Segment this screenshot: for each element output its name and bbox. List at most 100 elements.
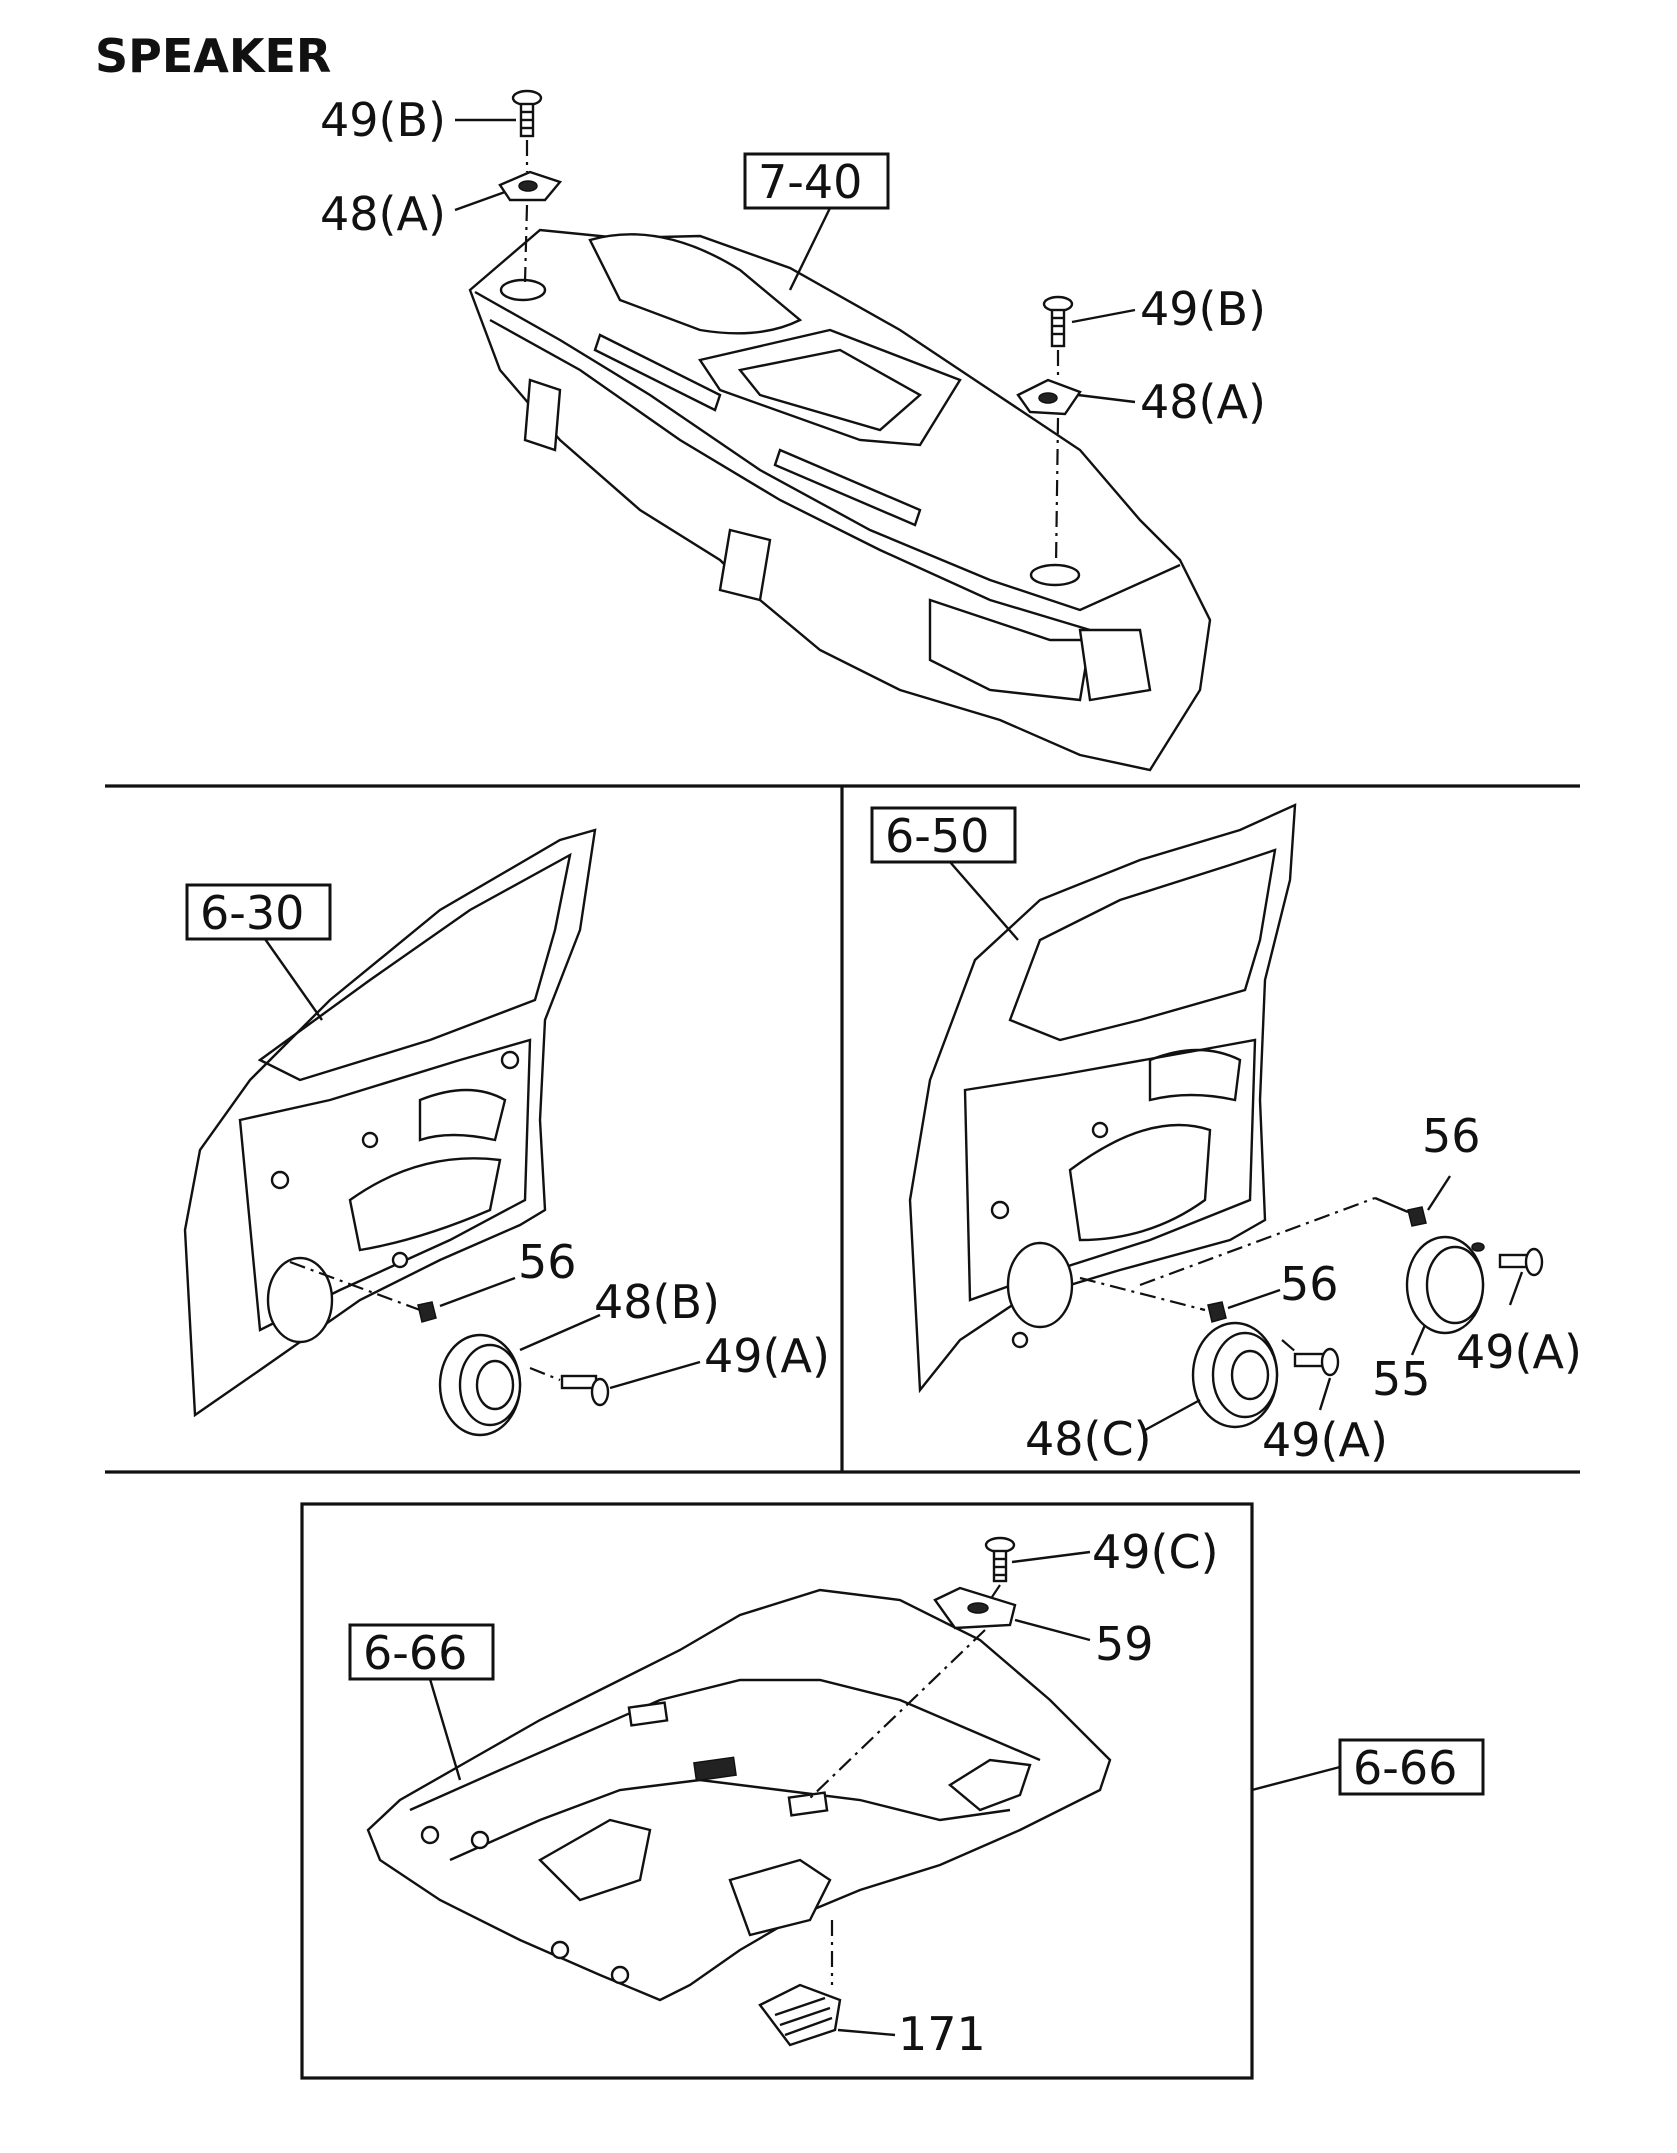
ref-box-6-66-inner-text: 6-66: [363, 1626, 467, 1680]
roof-frame: [300, 1502, 1254, 2080]
rear-screw-49a-bottom: [1293, 1347, 1340, 1377]
dashboard-upper-edge: [474, 290, 1181, 612]
ref-box-6-30: [185, 883, 332, 941]
roof-handle-right: [947, 1758, 1032, 1812]
front-leader-dash-1: [289, 1260, 421, 1312]
label-rear-speaker-48c: 48(C): [1025, 1412, 1152, 1466]
ref-box-6-66-inner: [348, 1623, 495, 1681]
roof-hole-b: [470, 1830, 490, 1850]
roof-sunvisor-right: [728, 1858, 832, 1937]
roof-leader-59: [1014, 1618, 1091, 1642]
front-speaker-48b: [438, 1333, 522, 1437]
roof-sunvisor-left: [538, 1818, 652, 1902]
rear-door-cutout-1: [1068, 1123, 1212, 1242]
rear-clip-56-mid: [1207, 1301, 1227, 1323]
label-front-screw-49a: 49(A): [704, 1329, 830, 1383]
screw-49b-left: [511, 89, 543, 138]
leader-ref-6-30: [264, 938, 323, 1021]
dashboard-speaker-hole-left: [499, 278, 547, 302]
label-screw-49b-right: 49(B): [1140, 282, 1266, 336]
roof-headliner: [366, 1588, 1112, 2002]
dashboard-speaker-hole-right: [1029, 563, 1081, 587]
front-leader-48b: [519, 1313, 601, 1352]
rear-door-panel: 56 55 49(A) 56 48(C): [870, 803, 1582, 1467]
leader-48a-right: [1077, 393, 1136, 404]
front-door-hole-a: [270, 1170, 290, 1190]
label-rear-clip-56-top: 56: [1422, 1109, 1481, 1163]
rear-door-shell: [908, 803, 1297, 1394]
front-leader-56: [439, 1276, 516, 1308]
ref-box-7-40: [743, 152, 890, 210]
label-rear-tweeter-55: 55: [1372, 1352, 1431, 1406]
dashboard-lower-edge: [489, 318, 1091, 632]
front-screw-49a: [560, 1374, 610, 1407]
dashboard-glovebox: [928, 598, 1092, 702]
dashboard-left-cowl: [588, 233, 803, 335]
rear-door-window: [1008, 848, 1277, 1042]
front-leader-dash-2: [529, 1366, 561, 1382]
label-rear-clip-56-mid: 56: [1280, 1257, 1339, 1311]
rear-leader-dash-3: [1281, 1339, 1297, 1353]
leader-49b-right: [1071, 308, 1136, 324]
label-rear-screw-49a-bottom: 49(A): [1262, 1413, 1388, 1467]
roof-leader-dash-1: [989, 1584, 1001, 1601]
ref-box-6-66-outer-text: 6-66: [1353, 1741, 1457, 1795]
ref-box-6-30-text: 6-30: [200, 886, 304, 940]
rear-speaker-48c: [1191, 1321, 1279, 1429]
dashboard-vent-left: [593, 333, 722, 412]
leader-48a-left: [454, 190, 506, 212]
roof-speaker-mount: [787, 1791, 829, 1817]
dashboard-panel: 49(B) 48(A) 49(B) 48(A) 7-40: [320, 89, 1266, 772]
rear-leader-49a-bottom: [1318, 1377, 1332, 1411]
front-door-speaker-hole: [266, 1256, 334, 1344]
dashboard-vent-center: [773, 448, 922, 527]
roof-clip-a: [627, 1701, 669, 1727]
label-roof-screw-49c: 49(C): [1092, 1525, 1219, 1579]
dashboard-bracket-center: [718, 528, 772, 602]
label-bracket-48a-right: 48(A): [1140, 375, 1266, 429]
rear-tweeter-55: [1405, 1235, 1485, 1335]
rear-door-hole-c: [1011, 1331, 1029, 1349]
leader-ref-6-50: [949, 861, 1019, 941]
label-front-clip-56: 56: [518, 1235, 577, 1289]
roof-screw-49c: [984, 1536, 1016, 1583]
dashboard-display-inner: [737, 348, 923, 432]
rear-door-hole-a: [990, 1200, 1010, 1220]
label-rear-screw-49a-right: 49(A): [1456, 1325, 1582, 1379]
bracket-48a-left: [498, 170, 563, 202]
label-roof-bracket-59: 59: [1095, 1617, 1154, 1671]
ref-box-7-40-text: 7-40: [758, 155, 862, 209]
roof-hole-a: [420, 1825, 440, 1845]
roof-panel: 49(C) 59 171 6-66 6-66: [300, 1502, 1485, 2080]
roof-hole-d: [610, 1965, 630, 1985]
rear-leader-48c: [1144, 1398, 1201, 1432]
roof-leader-49c: [1011, 1550, 1091, 1564]
rear-leader-dash-2: [1079, 1276, 1206, 1312]
diagram-title: SPEAKER: [95, 29, 331, 83]
roof-seam-1: [409, 1678, 1041, 1812]
label-screw-49b-left: 49(B): [320, 93, 446, 147]
leader-dash-left-2: [523, 204, 529, 283]
roof-grille-171: [758, 1983, 842, 2047]
rear-leader-dash-1: [1139, 1196, 1376, 1287]
front-door-window: [257, 852, 572, 1082]
roof-hole-c: [550, 1940, 570, 1960]
front-door-cutout-2: [418, 1088, 507, 1142]
rear-clip-56-top: [1407, 1206, 1427, 1227]
ref-box-6-50-text: 6-50: [885, 809, 989, 863]
roof-leader-171: [837, 2028, 896, 2037]
roof-seam-2: [449, 1778, 1011, 1862]
front-door-panel: 56 48(B) 49(A) 6-30: [183, 828, 830, 1437]
bracket-48a-right: [1016, 378, 1082, 416]
dashboard-bracket-left: [523, 378, 562, 452]
front-door-hole-c: [500, 1050, 520, 1070]
rear-screw-49a-right: [1498, 1247, 1544, 1277]
rear-leader-49a-right: [1508, 1271, 1524, 1306]
label-bracket-48a-left: 48(A): [320, 187, 446, 241]
leader-ref-6-66-outer: [1251, 1765, 1341, 1792]
roof-leader-dash-2: [807, 1629, 986, 1801]
front-door-hole-b: [361, 1131, 379, 1149]
front-door-cutout-1: [348, 1157, 502, 1252]
front-door-hole-d: [391, 1251, 409, 1269]
